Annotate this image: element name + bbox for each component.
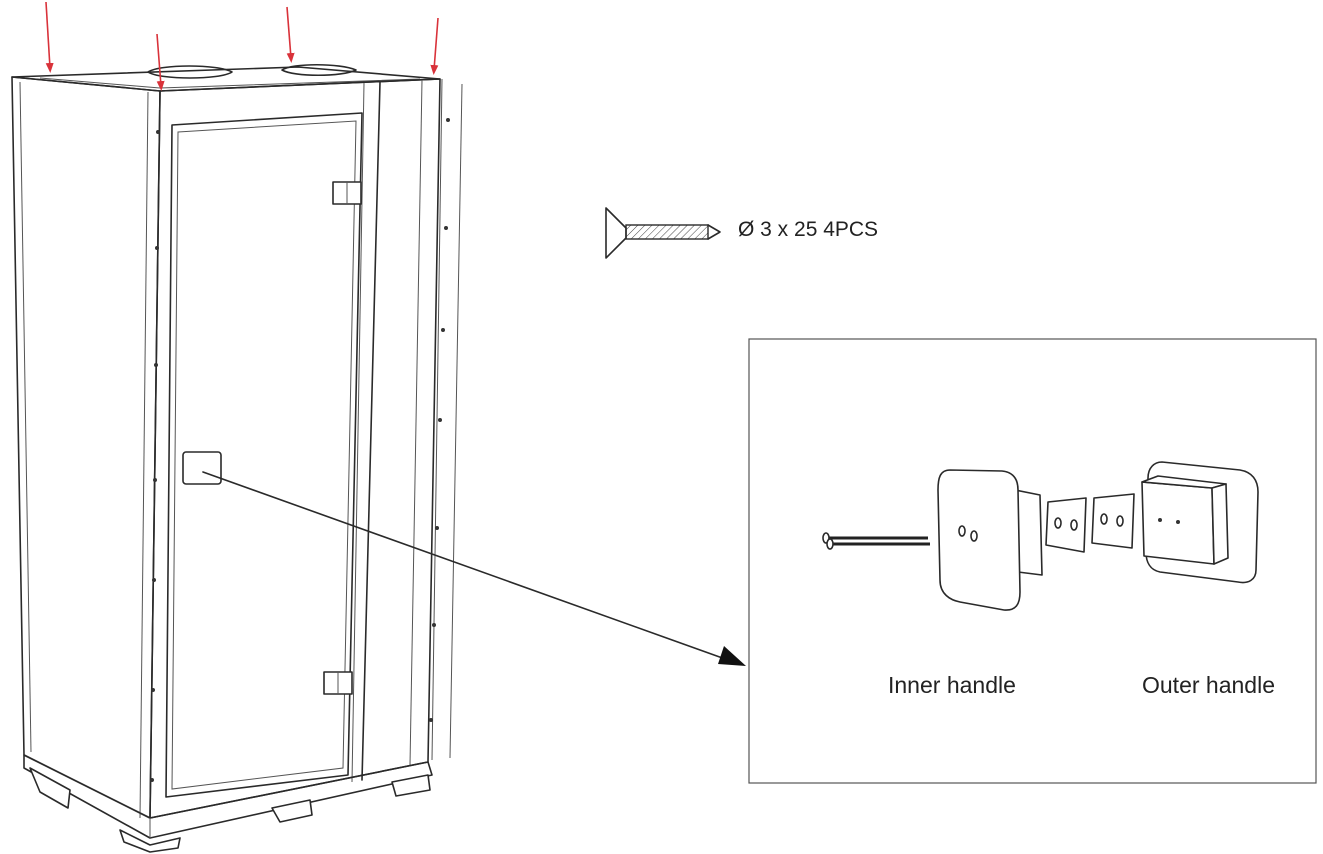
- foot-front-mid: [271, 799, 313, 823]
- detail-leader-arrow: [202, 471, 746, 666]
- cabinet-front-frame: [149, 78, 441, 819]
- red-arrow-4: [430, 17, 439, 75]
- cabinet-base: [23, 754, 433, 839]
- outer-handle-icon: [1141, 461, 1259, 584]
- cabinet-door: [165, 112, 363, 798]
- red-arrow-3: [286, 6, 295, 63]
- inner-handle-icon: [937, 469, 1043, 611]
- spacer-plate-1: [1045, 497, 1087, 553]
- screw-spec-label: Ø 3 x 25 4PCS: [738, 218, 879, 241]
- hinge-top: [332, 181, 362, 205]
- cabinet-left-side: [11, 76, 161, 819]
- screw-icon: [605, 207, 721, 259]
- foot-left: [29, 767, 71, 809]
- handle-screws-icon: [822, 532, 930, 550]
- foot-right: [391, 774, 431, 797]
- top-cutout-right: [281, 64, 357, 76]
- red-arrow-1: [45, 1, 54, 73]
- foot-front-left: [119, 829, 181, 853]
- cabinet: [11, 64, 463, 853]
- red-arrow-2: [156, 33, 165, 91]
- inner-handle-label: Inner handle: [888, 672, 1016, 698]
- frame-screw-dots: [150, 118, 450, 782]
- handle-detail-box: [748, 338, 1317, 784]
- hinge-bottom: [323, 671, 353, 695]
- spacer-plate-2: [1091, 493, 1135, 549]
- door-handle-spot: [182, 451, 222, 485]
- red-arrows: [45, 1, 439, 91]
- outer-handle-label: Outer handle: [1142, 672, 1275, 698]
- top-cutout-left: [147, 65, 233, 79]
